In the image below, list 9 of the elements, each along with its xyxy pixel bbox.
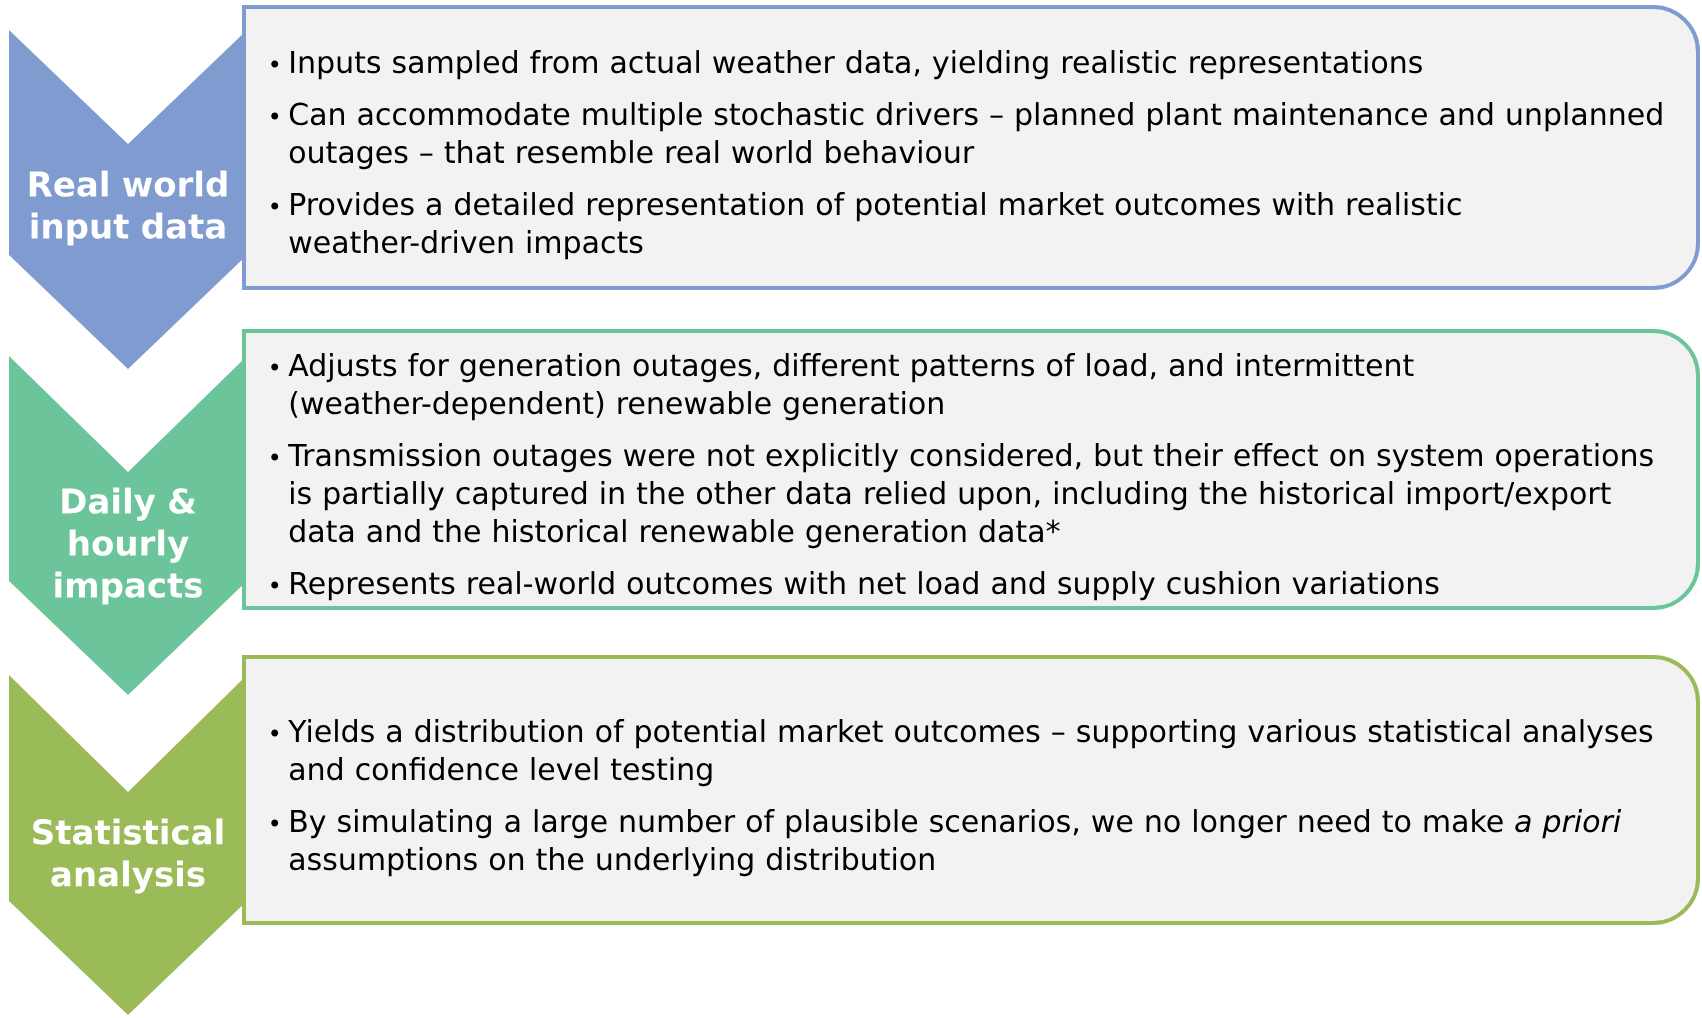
chevron-banner: Statistical analysis [9,675,247,1015]
text-box: Adjusts for generation outages, different patterns of load, and intermittent (weather-dependent) renewable generation Transmission outages were not explicitly considered, but their effect on system operations is partially captured in the other data relied upon, including the historical import/export data and the historical renewable generation data* Represents real-world outcomes with net load and supply cushion variations [242,329,1700,610]
chevron-banner: Real world input data [9,30,247,369]
node-label: Daily & hourly impacts [55,487,202,605]
node-label: Statistical analysis [33,818,223,894]
text-box: Yields a distribution of potential market outcomes – supporting various statistical analyses and confidence level testing By simulating a large number of plausible scenarios, we no longer need to make a priori assumptions on the underlying distribution [242,655,1700,925]
chevron-banner: Daily & hourly impacts [9,356,247,695]
text-box: Inputs sampled from actual weather data, yielding realistic representations Can accommodate multiple stochastic drivers – planned plant maintenance and unplanned outages – that resemble real world behaviour Provides a detailed representation of potential market outcomes with realistic weather-driven impacts [242,5,1700,290]
node-label: Real world input data [29,170,227,246]
